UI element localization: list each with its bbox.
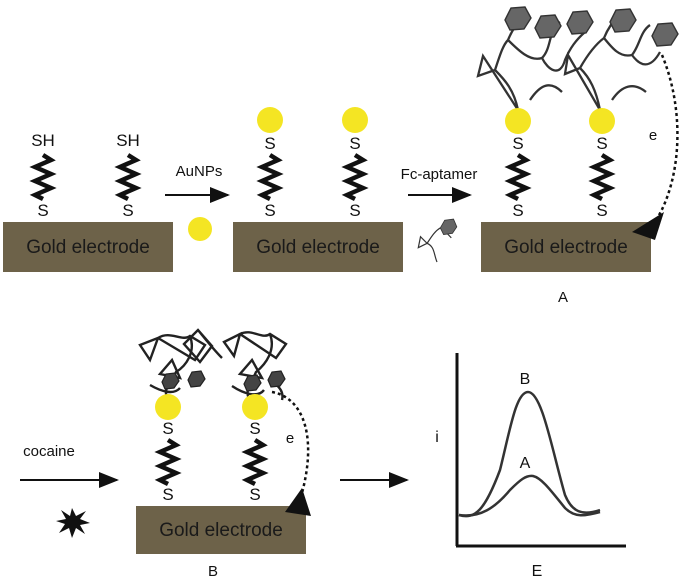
thiol-1a-s-label: S — [37, 201, 48, 220]
step-aunps: AuNPs — [165, 163, 230, 241]
thiol-1b-sh-label: SH — [116, 131, 140, 150]
electrode-1-group: Gold electrode SH S SH S — [3, 131, 173, 272]
electrode-4-group: Gold electrode S S S S e B — [136, 328, 311, 580]
step-fc-aptamer: Fc-aptamer — [401, 166, 478, 263]
thiol-3b-top-s-label: S — [596, 134, 607, 153]
alkane-chain-4a — [160, 440, 176, 484]
gold-electrode-3-label: Gold electrode — [504, 237, 628, 258]
aptamer-cocaine-complex — [138, 328, 288, 401]
ferrocene-tags-b — [161, 370, 286, 392]
gold-nanoparticle-2a — [257, 107, 283, 133]
alkane-chain-1b — [120, 155, 136, 199]
state-a-label: A — [558, 289, 568, 306]
step-fc-aptamer-label: Fc-aptamer — [401, 166, 478, 183]
gold-electrode-4-label: Gold electrode — [159, 520, 283, 541]
alkane-chain-1a — [35, 155, 51, 199]
alkane-chain-3b — [594, 155, 610, 199]
gold-nanoparticle-4b — [242, 394, 268, 420]
thiol-3a-top-s-label: S — [512, 134, 523, 153]
electron-transfer-arrowhead-a — [632, 212, 664, 240]
thiol-4a-s-label: S — [162, 485, 173, 504]
electrode-2-group: Gold electrode S S S S — [233, 107, 403, 272]
curve-a-label: A — [520, 455, 531, 472]
gold-electrode-1-label: Gold electrode — [26, 237, 150, 258]
electron-transfer-path-a — [653, 54, 679, 223]
curve-b — [458, 390, 601, 518]
gold-nanoparticle-2b — [342, 107, 368, 133]
step-aunps-label: AuNPs — [176, 163, 223, 180]
gold-nanoparticle-4a — [155, 394, 181, 420]
electrode-3-group: Gold electrode S S S S e A — [476, 6, 679, 306]
thiol-4b-s-label: S — [249, 485, 260, 504]
thiol-1b-s-label: S — [122, 201, 133, 220]
thiol-2b-s-label: S — [349, 201, 360, 220]
alkane-chain-3a — [510, 155, 526, 199]
gold-electrode-2 — [233, 222, 403, 272]
thiol-4b-top-s-label: S — [249, 419, 260, 438]
voltammogram: i E B A — [435, 353, 626, 580]
curve-b-label: B — [520, 371, 531, 388]
alkane-chain-2a — [262, 155, 278, 199]
electron-transfer-path-b — [271, 390, 310, 501]
thiol-3b-s-label: S — [596, 201, 607, 220]
curve-a — [458, 474, 601, 517]
electron-label-b: e — [286, 430, 294, 447]
step-cocaine-label: cocaine — [23, 443, 75, 460]
state-b-label: B — [208, 563, 218, 580]
fc-aptamer-free — [417, 218, 458, 263]
gold-nanoparticle-free — [188, 217, 212, 241]
electron-transfer-arrowhead-b — [285, 488, 311, 516]
thiol-2b-top-s-label: S — [349, 134, 360, 153]
cocaine-molecule-icon — [56, 508, 90, 538]
gold-electrode-2-label: Gold electrode — [256, 237, 380, 258]
gold-electrode-1 — [3, 222, 173, 272]
ferrocene-tags-a — [504, 6, 679, 47]
alkane-chain-4b — [247, 440, 263, 484]
electron-label-a: e — [649, 127, 657, 144]
plot-x-axis-label: E — [532, 563, 543, 580]
thiol-2a-s-label: S — [264, 201, 275, 220]
gold-nanoparticle-3b — [589, 108, 615, 134]
alkane-chain-2b — [347, 155, 363, 199]
gold-electrode-3 — [481, 222, 651, 272]
thiol-3a-s-label: S — [512, 201, 523, 220]
thiol-4a-top-s-label: S — [162, 419, 173, 438]
plot-y-axis-label: i — [435, 429, 439, 446]
thiol-1a-sh-label: SH — [31, 131, 55, 150]
step-cocaine: cocaine — [20, 443, 119, 538]
thiol-2a-top-s-label: S — [264, 134, 275, 153]
gold-nanoparticle-3a — [505, 108, 531, 134]
gold-electrode-4 — [136, 506, 306, 554]
